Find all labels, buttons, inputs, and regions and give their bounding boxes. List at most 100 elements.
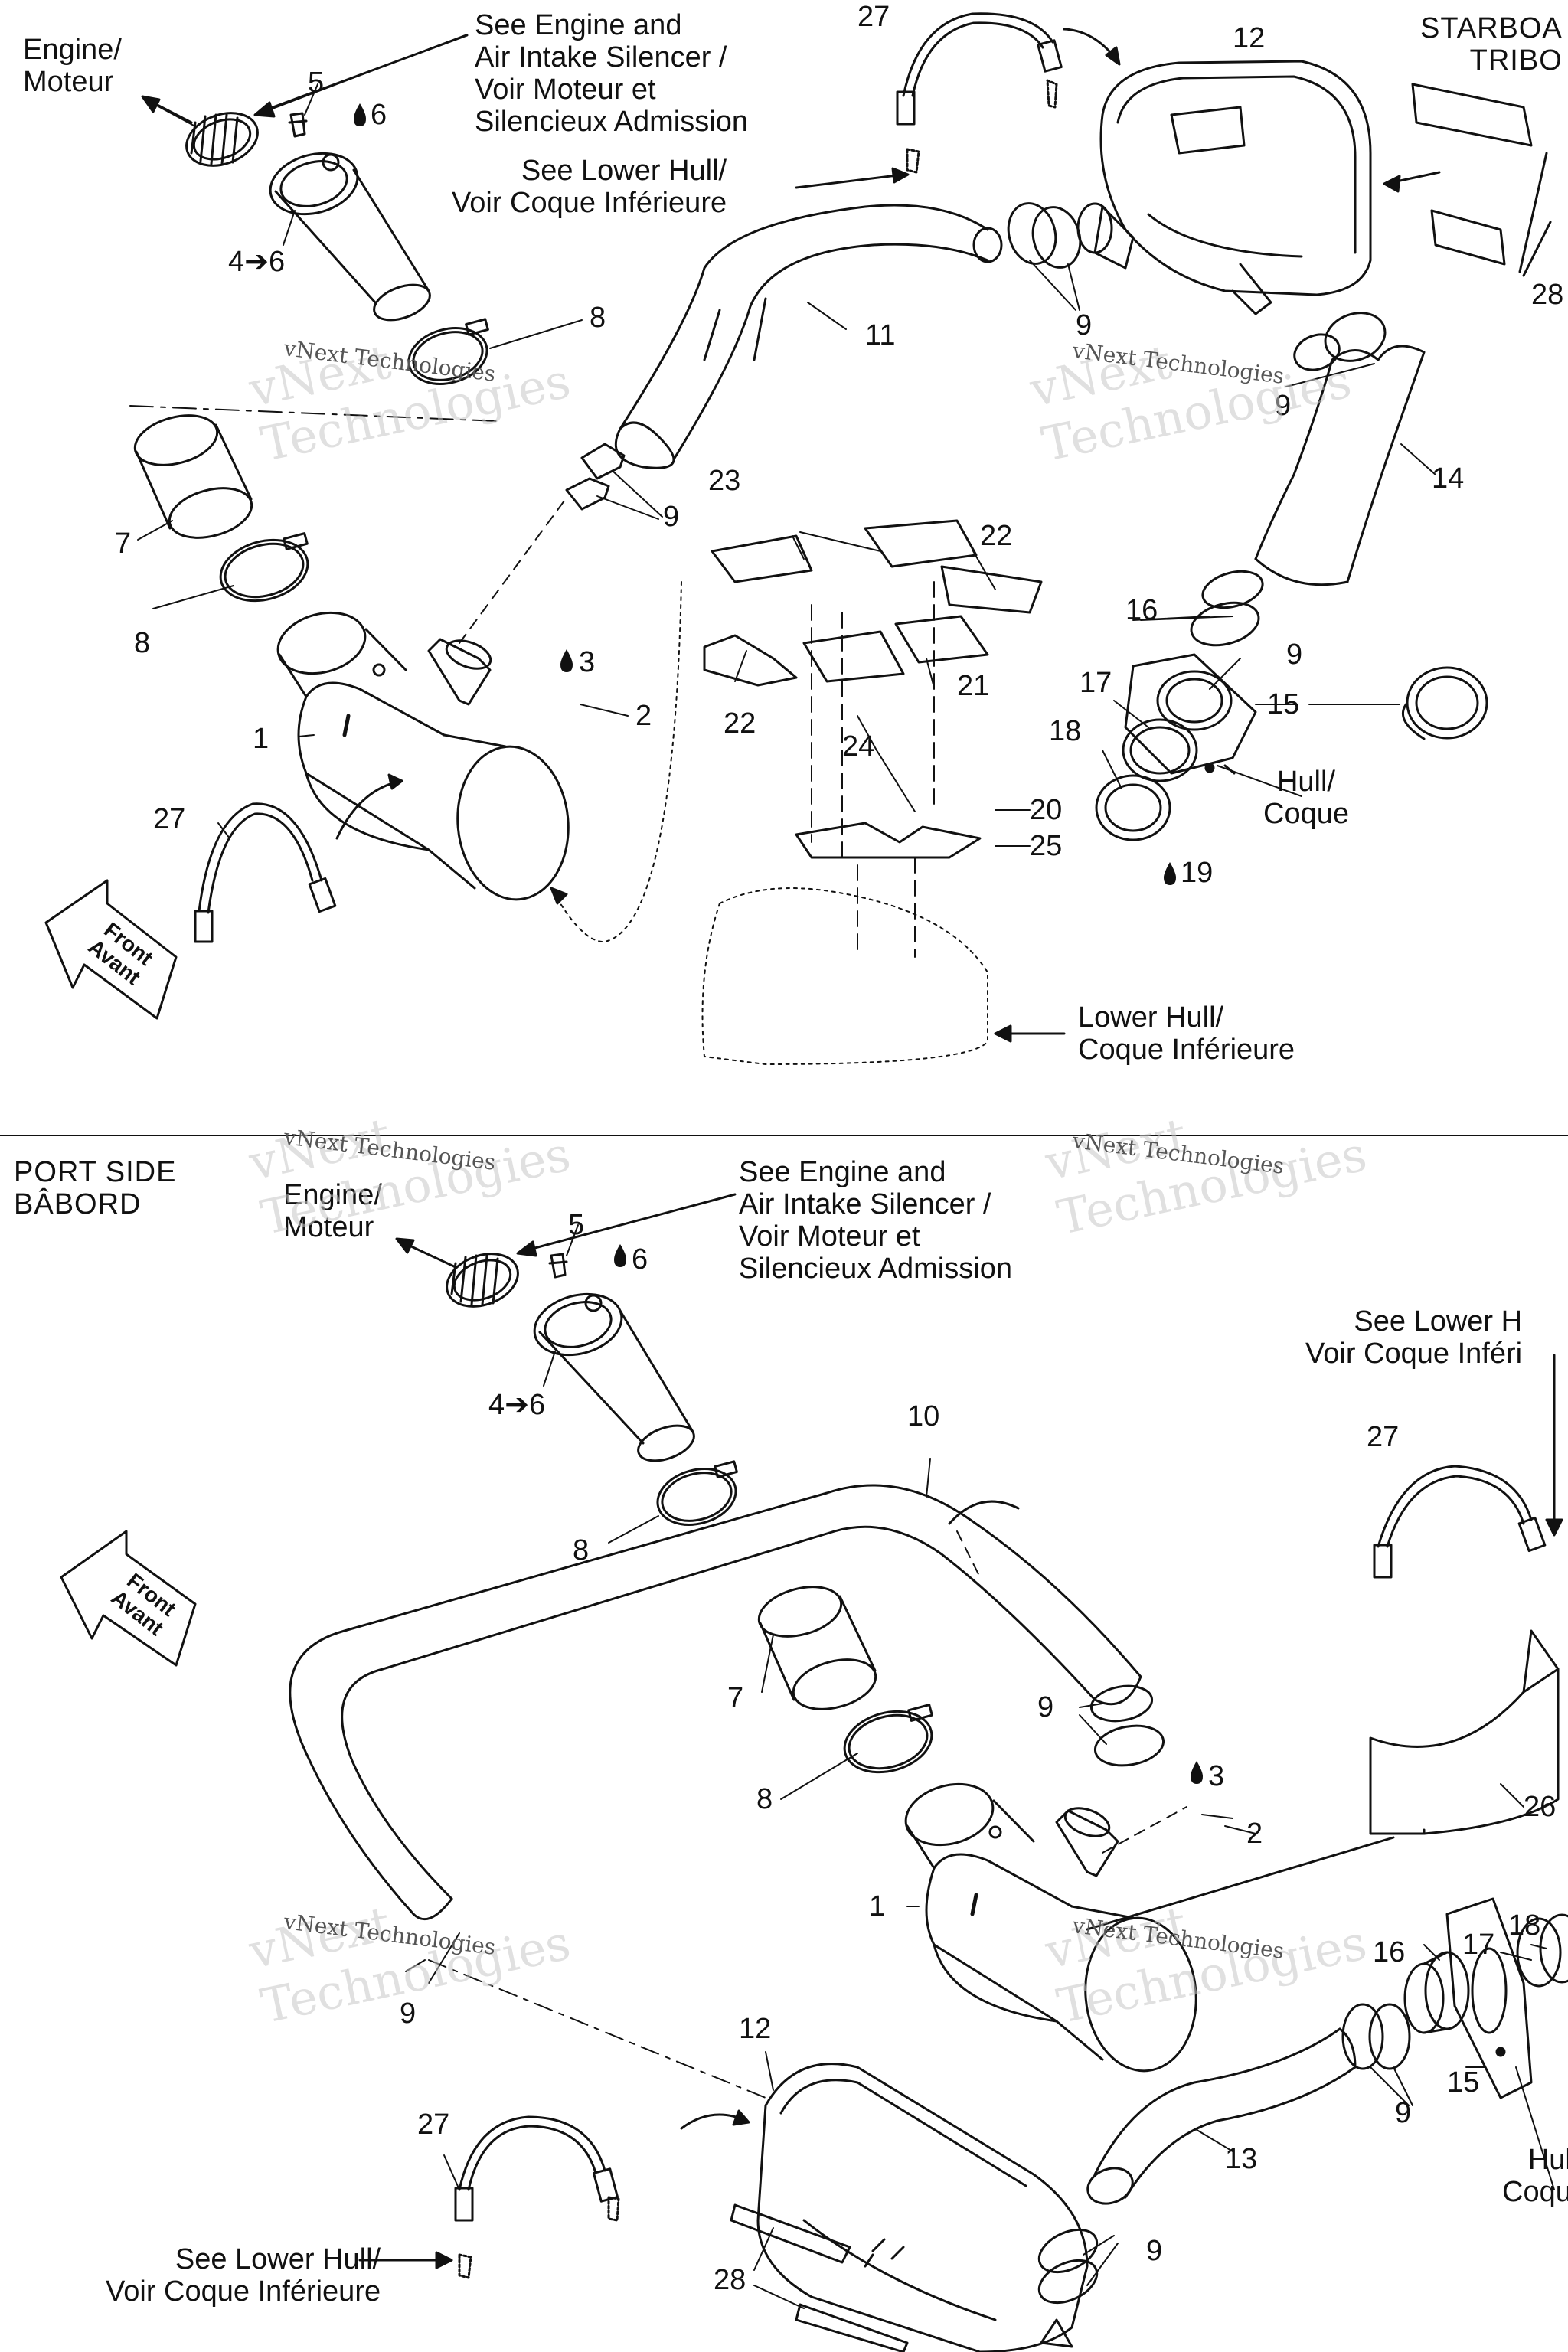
part-number: 22 <box>724 707 756 740</box>
part-number: 25 <box>1030 830 1063 862</box>
callout-see-engine-top: See Engine and Air Intake Silencer / Voi… <box>475 9 748 138</box>
part-9-clamps-bottom-a <box>1089 1684 1165 1767</box>
part-number: 27 <box>1367 1421 1400 1453</box>
front-arrow-bottom <box>60 1530 197 1667</box>
part-number: 9 <box>1286 639 1303 671</box>
part-15-flange-bottom <box>1446 1897 1533 2099</box>
part-number: 1 <box>869 1890 886 1922</box>
engine-clamp-top <box>185 112 259 167</box>
part-number: 27 <box>858 1 890 33</box>
callout-see-lower-hull-bottom-left: See Lower Hull/ Voir Coque Inférieure <box>106 2243 381 2308</box>
callout-see-lower-hull-top: See Lower Hull/ Voir Coque Inférieure <box>452 155 727 219</box>
part-number: 28 <box>714 2264 746 2296</box>
part-number: 26 <box>1524 1791 1557 1823</box>
part-number: 8 <box>756 1783 773 1815</box>
arrow-see-engine-top-head <box>253 101 276 118</box>
arrow-engine-top-head <box>141 95 161 113</box>
part-number: 5 <box>568 1209 585 1241</box>
part-15-outlet-top <box>1401 666 1488 740</box>
arrow-lower-hull-bottom-right-head <box>1545 1518 1563 1537</box>
callout-hull-top: Hull/ Coque <box>1263 766 1349 830</box>
arrow-27-bottom-head <box>732 2109 750 2126</box>
part-13-pipe-bottom <box>1086 2027 1357 2205</box>
arrow-27-top-right-head <box>1105 46 1121 66</box>
guide-line-bottom-a <box>428 1959 766 2099</box>
part-10-bend-detail <box>948 1500 1020 1525</box>
part-number: 6 <box>371 99 387 131</box>
part-number: 8 <box>590 302 606 334</box>
leader-26-line <box>1086 1836 1395 1931</box>
arrow-lower-hull-bottom-left-head <box>435 2251 453 2269</box>
part-number: 15 <box>1267 688 1300 720</box>
front-arrow-top <box>44 879 178 1020</box>
part-9-clamps-bottom-b <box>1037 2003 1411 2305</box>
arrow-lower-hull-top <box>795 173 905 189</box>
part-15-flange-top <box>1124 653 1257 775</box>
part-number: 27 <box>417 2109 450 2141</box>
callout-see-engine-bottom: See Engine and Air Intake Silencer / Voi… <box>739 1156 1012 1285</box>
routing-path-top <box>550 581 682 943</box>
starboard-header: STARBOA TRIBO <box>1420 12 1563 77</box>
arrow-28-top-head <box>1383 175 1401 193</box>
part-5-fitting-top <box>288 112 308 138</box>
part-27-strap-bottom-right <box>1373 1465 1547 1579</box>
part-27-strap-bottom-left <box>454 2115 619 2222</box>
part-number: 16 <box>1125 594 1158 626</box>
part-7-sleeve-bottom <box>757 1586 877 1710</box>
part-28-pads-bottom <box>730 2203 909 2352</box>
arrow-see-engine-bottom-head <box>516 1240 537 1257</box>
part-number: 9 <box>1146 2235 1163 2267</box>
arrow-28-bottom <box>864 2253 874 2268</box>
part-16-fitting-bottom <box>1403 1951 1470 2034</box>
part-8-clamp-bottom-b <box>843 1704 933 1774</box>
part-1-muffler-top <box>276 611 570 901</box>
lower-hull-outline-top <box>701 887 988 1065</box>
part-number: 8 <box>573 1534 590 1566</box>
part-26-bracket-bottom <box>1369 1629 1560 1835</box>
part-number: 20 <box>1030 794 1063 826</box>
bracket-guides-top <box>811 581 935 958</box>
part-number: 16 <box>1373 1936 1406 1968</box>
part-number: 9 <box>1275 390 1292 422</box>
fasteners-top <box>906 79 1058 174</box>
arrow-lower-hull-top-head <box>891 167 910 184</box>
part-number: 27 <box>153 803 186 835</box>
part-8-clamp-top-a <box>407 318 489 385</box>
part-28-pads-top <box>1411 83 1552 277</box>
part-number: 19 <box>1181 857 1214 889</box>
part-number: 18 <box>1508 1909 1541 1942</box>
guide-line-top-a <box>129 405 498 422</box>
callout-lower-hull-top: Lower Hull/ Coque Inférieure <box>1078 1001 1295 1066</box>
callout-engine-bottom: Engine/ Moteur <box>283 1179 382 1243</box>
part-10-pipe-bottom <box>289 1484 1142 1921</box>
part-number: 9 <box>1395 2097 1412 2129</box>
part-1-muffler-bottom <box>904 1782 1197 2073</box>
part-9-clamps-top-b <box>1007 202 1113 269</box>
part-9-clamps-top-c <box>1190 312 1387 647</box>
part-17-ring-top <box>1122 718 1198 782</box>
part-number: 22 <box>980 520 1013 552</box>
part-number: 21 <box>957 670 990 702</box>
guide-line-top-b <box>459 497 567 644</box>
part-number: 2 <box>635 700 652 732</box>
arrow-27-top-head <box>387 773 403 790</box>
callout-hull-bottom: Hul Coqu <box>1502 2144 1568 2208</box>
part-number: 4➔6 <box>228 246 286 278</box>
part-number: 2 <box>1246 1818 1263 1850</box>
part-12-silencer-top <box>1093 60 1372 315</box>
part-12-silencer-bottom <box>756 2063 1089 2352</box>
part-number: 28 <box>1531 279 1564 311</box>
part-number: 4➔6 <box>488 1389 546 1421</box>
part-number: 11 <box>865 319 896 351</box>
part-4-tube-bottom <box>533 1292 695 1462</box>
part-17-18-rings-bottom <box>1516 1913 1568 1988</box>
part-8-clamp-bottom-a <box>656 1460 738 1526</box>
guide-line-bottom-b <box>956 1530 1187 1854</box>
part-number: 13 <box>1225 2143 1258 2175</box>
part-number: 8 <box>134 627 151 659</box>
arrow-engine-bottom-head <box>395 1237 415 1254</box>
part-number: 3 <box>579 646 596 678</box>
arrow-hull-top <box>1223 764 1236 775</box>
part-number: 9 <box>400 1998 416 2030</box>
